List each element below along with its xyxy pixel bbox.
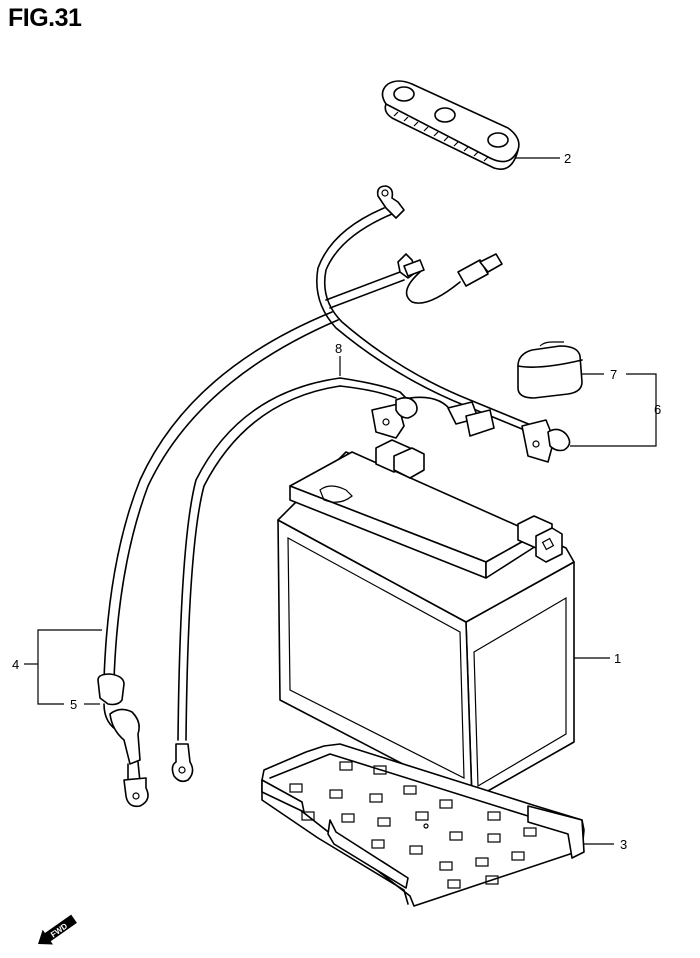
- battery-holder-part: [381, 80, 520, 170]
- battery-cable-harness: [103, 185, 571, 681]
- figure-title: FIG.31: [8, 4, 82, 32]
- forward-arrow-icon: FWD: [38, 914, 77, 945]
- callout-3: 3: [620, 837, 627, 852]
- callout-1: 1: [614, 651, 621, 666]
- callout-2: 2: [564, 151, 571, 166]
- callout-6: 6: [654, 402, 661, 417]
- callout-5: 5: [70, 697, 77, 712]
- callout-4: 4: [12, 657, 19, 672]
- positive-lead-wire: [171, 377, 495, 783]
- battery-tray-part: [261, 743, 585, 907]
- negative-terminal-boot: [97, 673, 149, 808]
- terminal-cap-part: [517, 341, 583, 399]
- callout-8: 8: [335, 341, 342, 356]
- callout-7: 7: [610, 367, 617, 382]
- leader-lines: [24, 157, 657, 845]
- battery-part: [277, 439, 575, 801]
